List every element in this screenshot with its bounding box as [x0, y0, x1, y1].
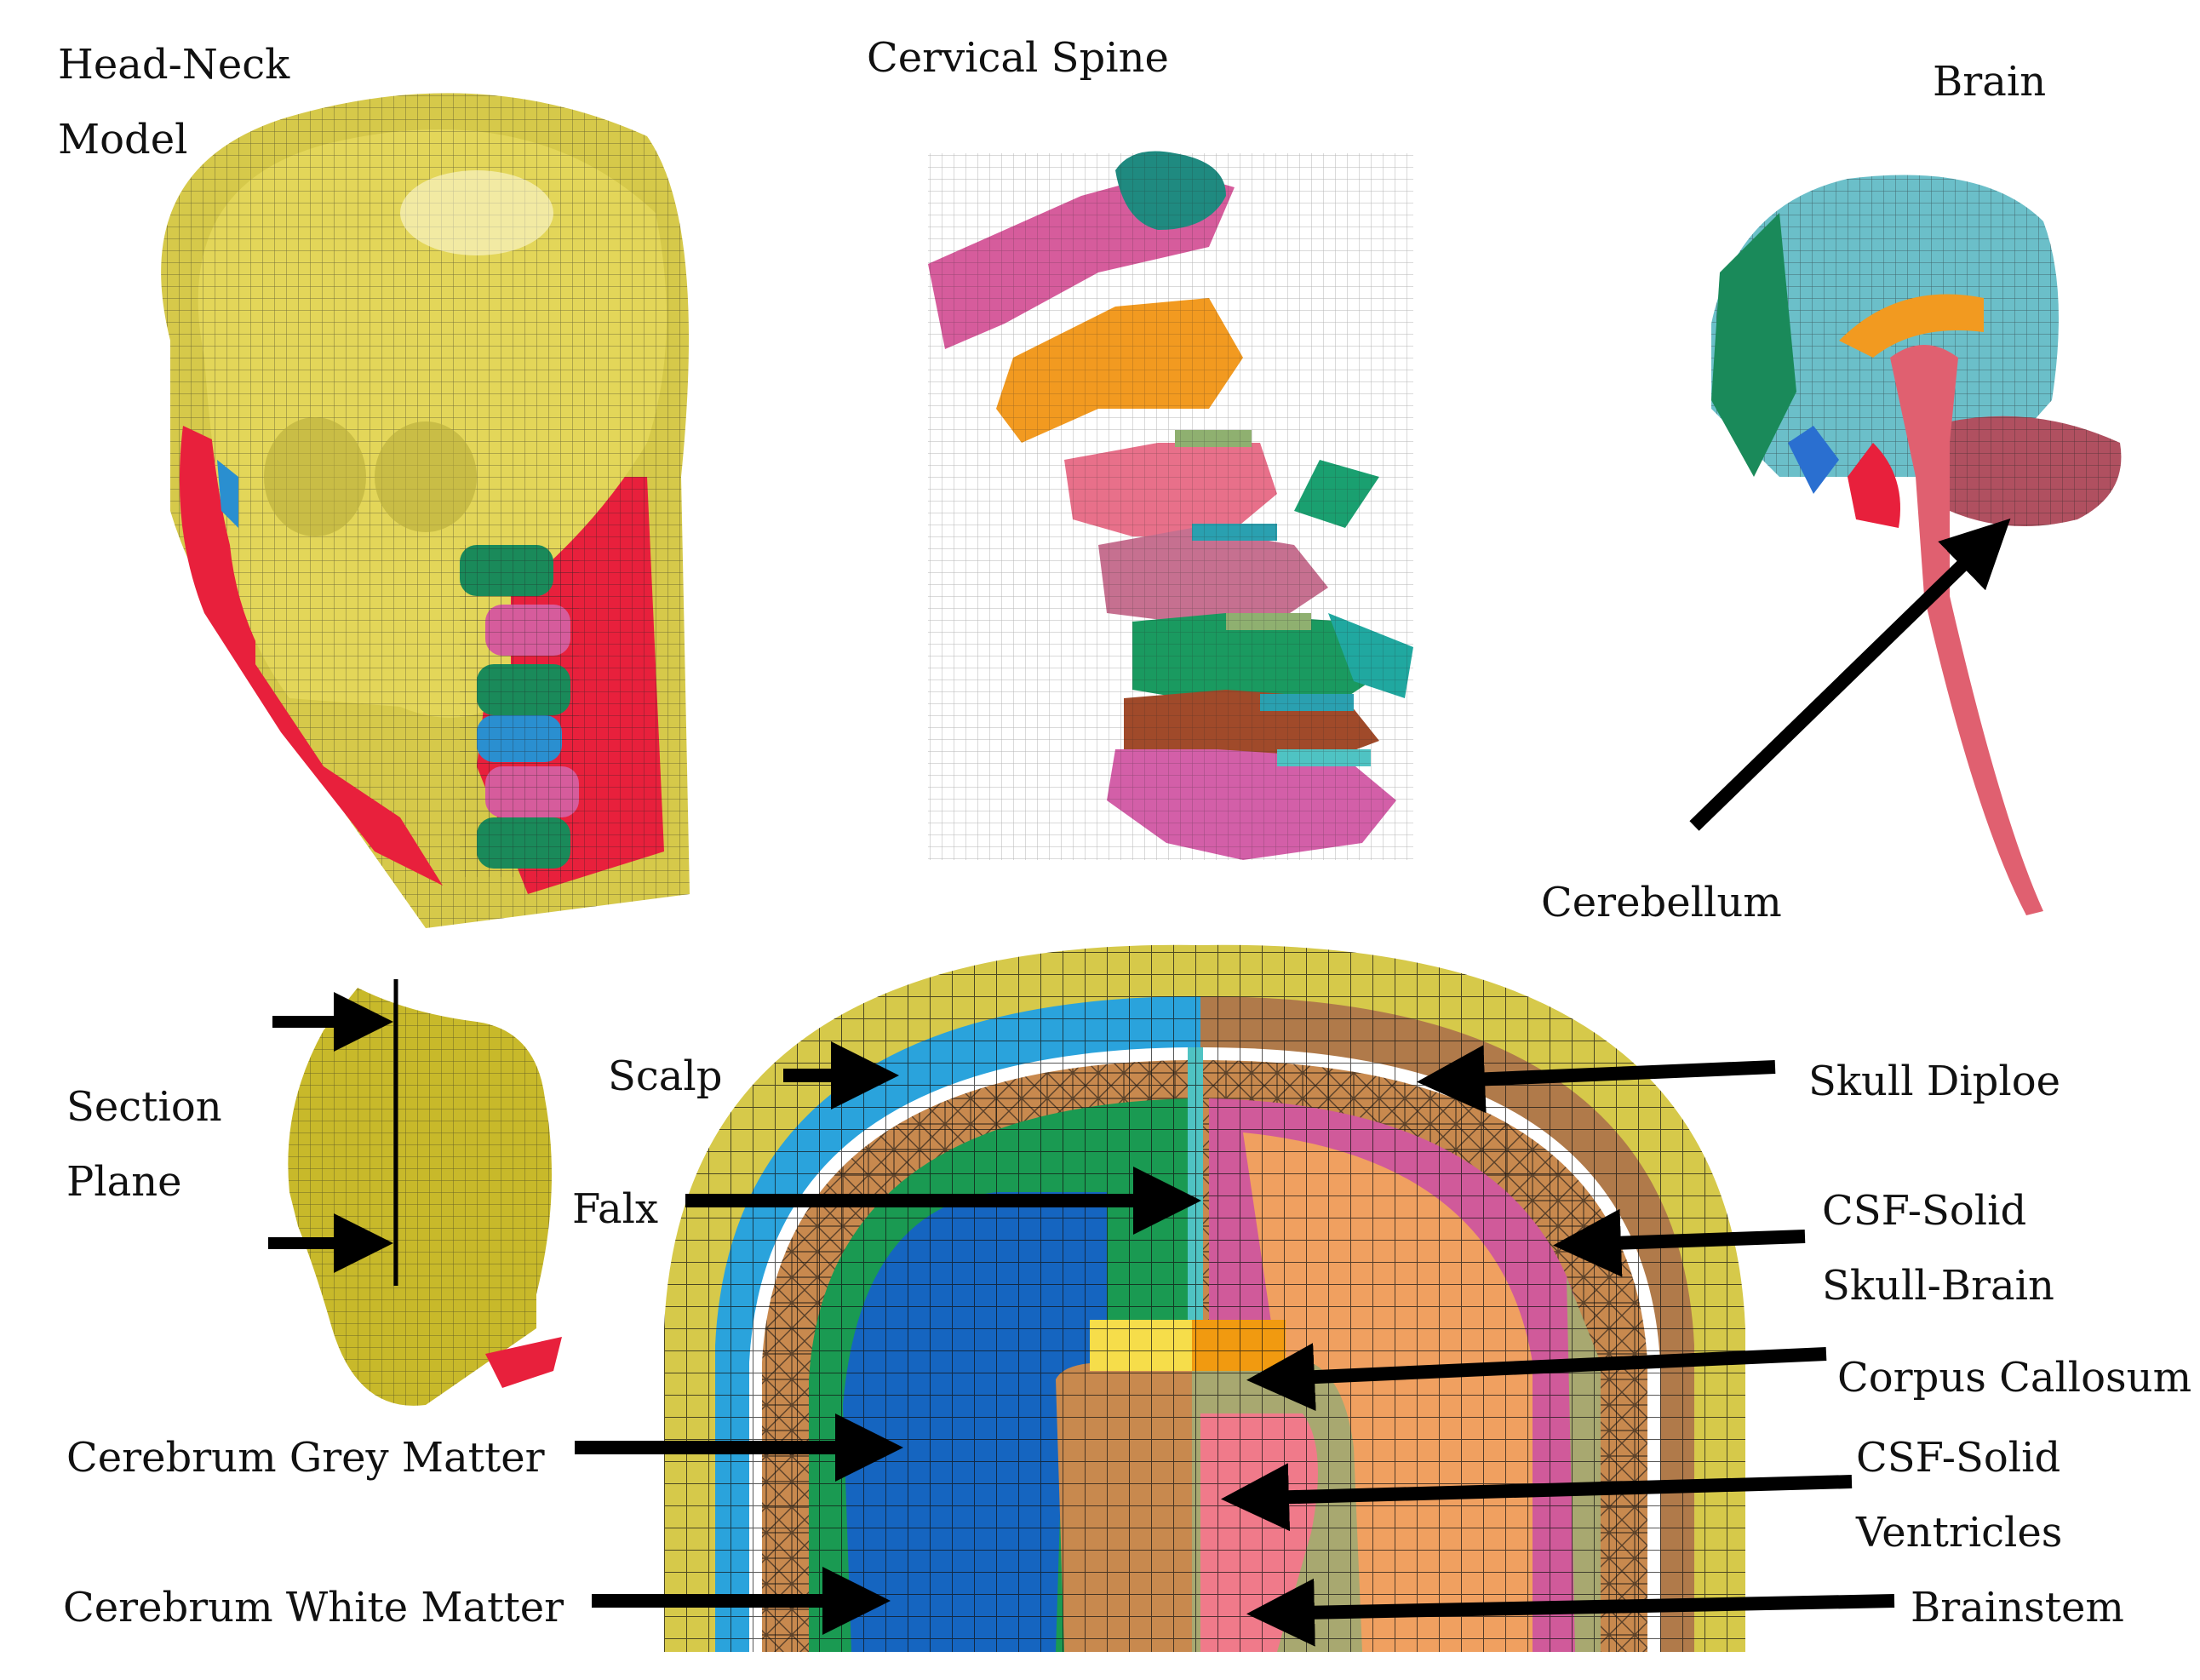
corpus-callosum-3d — [1839, 294, 1984, 358]
section-arrows — [575, 1041, 1895, 1647]
grey-matter-label: Cerebrum Grey Matter — [66, 1434, 545, 1482]
csf-ventricles-label-1: CSF-Solid — [1856, 1434, 2061, 1482]
brain-title: Brain — [1933, 58, 2047, 106]
cervical-spine-model — [928, 151, 1413, 860]
csf-skull-brain-label-1: CSF-Solid — [1822, 1187, 2027, 1235]
csf-ventricles-label-2: Ventricles — [1856, 1509, 2063, 1557]
head-neck-title-line2: Model — [58, 116, 188, 163]
section-plane-head — [268, 979, 562, 1406]
head-neck-model — [161, 93, 690, 928]
cerebellum-label: Cerebellum — [1541, 879, 1782, 926]
section-plane-line1: Section — [66, 1083, 222, 1131]
brainstem-3d — [1890, 345, 2043, 915]
cervical-spine-title: Cervical Spine — [867, 34, 1169, 82]
white-matter-label: Cerebrum White Matter — [63, 1584, 564, 1631]
falx-label: Falx — [572, 1185, 659, 1233]
corpus-callosum-label: Corpus Callosum — [1837, 1354, 2192, 1402]
scalp-label: Scalp — [608, 1052, 723, 1100]
section-plane-line2: Plane — [66, 1158, 182, 1206]
coronal-section — [664, 944, 1745, 1652]
head-neck-title-line1: Head-Neck — [58, 41, 290, 89]
skull-diploe-label: Skull Diploe — [1808, 1058, 2061, 1105]
brain-green-lobe — [1711, 213, 1796, 477]
brain-model — [1711, 175, 2122, 915]
brainstem-label: Brainstem — [1911, 1584, 2124, 1631]
cerebellum-arrow — [1689, 518, 2011, 831]
csf-skull-brain-label-2: Skull-Brain — [1822, 1262, 2054, 1310]
